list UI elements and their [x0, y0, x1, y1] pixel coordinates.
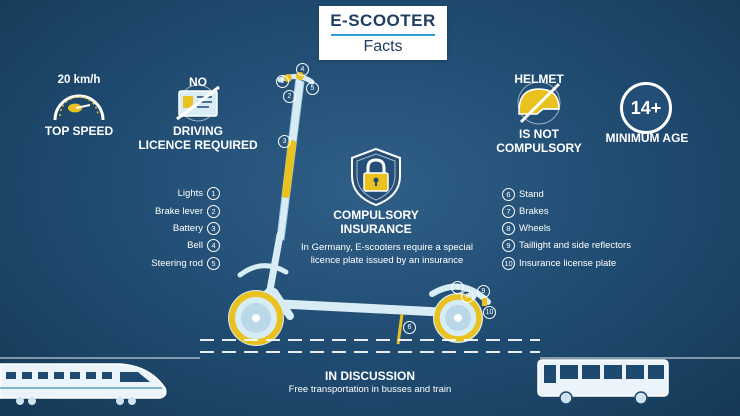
badge-10: 10	[483, 306, 496, 319]
badge-6: 6	[403, 321, 416, 334]
helmet-line1: IS NOT	[518, 127, 559, 141]
insurance-line2: INSURANCE	[340, 222, 412, 236]
insurance-line1: COMPULSORY	[333, 208, 419, 222]
title-sub: Facts	[363, 38, 403, 55]
insurance-text1: In Germany, E-scooters require a special	[301, 242, 473, 253]
road-lines	[0, 339, 740, 359]
badge-3: 3	[278, 135, 291, 148]
age-badge: 14+	[620, 82, 672, 134]
legend-item-battery: Battery 3	[173, 222, 220, 235]
legend-label: Stand	[519, 189, 544, 201]
legend-label: Brakes	[519, 206, 549, 218]
legend-number: 4	[207, 239, 220, 252]
bus-icon	[537, 359, 669, 405]
scooter-illustration	[228, 72, 491, 346]
legend-label: Battery	[172, 223, 203, 235]
helmet-icon	[517, 81, 561, 125]
legend-number: 5	[207, 257, 220, 270]
legend-item-stand: 6 Stand	[502, 188, 544, 201]
speedometer-icon	[53, 94, 105, 121]
legend-number: 1	[207, 187, 220, 200]
legend-number: 2	[207, 205, 220, 218]
legend-number: 9	[502, 239, 515, 252]
legend-label: Bell	[187, 240, 203, 252]
legend-label: Insurance license plate	[519, 258, 617, 270]
age-label: MINIMUM AGE	[605, 131, 689, 145]
badge-8: 8	[461, 290, 474, 303]
legend-label: Brake lever	[154, 206, 203, 218]
badge-4: 4	[296, 63, 309, 76]
badge-2: 2	[283, 90, 296, 103]
helmet-top: HELMET	[514, 72, 564, 86]
title-main: E-SCOOTER	[330, 11, 436, 30]
title-divider	[331, 34, 435, 36]
discussion-title: IN DISCUSSION	[324, 369, 415, 383]
legend-number: 8	[502, 222, 515, 235]
legend-number: 6	[502, 188, 515, 201]
legend-item-brakes: 7 Brakes	[502, 205, 549, 218]
helmet-line2: COMPULSORY	[496, 141, 582, 155]
badge-7: 7	[451, 281, 464, 294]
legend-item-taillight: 9 Taillight and side reflectors	[502, 239, 631, 252]
legend-item-bell: Bell 4	[187, 239, 220, 252]
licence-line1: DRIVING	[172, 124, 223, 138]
speed-value: 20 km/h	[57, 74, 101, 86]
legend-label: Wheels	[519, 223, 551, 235]
legend-item-steering-rod: Steering rod 5	[151, 257, 220, 270]
discussion-text: Free transportation in busses and train	[288, 384, 452, 395]
title-box: E-SCOOTER Facts	[319, 6, 447, 60]
legend-number: 7	[502, 205, 515, 218]
legend-item-brake-lever: Brake lever 2	[155, 205, 220, 218]
badge-9: 9	[477, 285, 490, 298]
train-icon	[0, 363, 167, 405]
speed-label: TOP SPEED	[44, 124, 114, 138]
badge-1: 1	[276, 75, 289, 88]
legend-label: Steering rod	[151, 258, 203, 270]
badge-5: 5	[306, 82, 319, 95]
legend-number: 3	[207, 222, 220, 235]
insurance-text2: licence plate issued by an insurance	[310, 255, 464, 266]
legend-label: Lights	[177, 188, 203, 200]
licence-card-icon	[176, 84, 220, 122]
legend-number: 10	[502, 257, 515, 270]
legend-item-wheels: 8 Wheels	[502, 222, 551, 235]
shield-lock-icon	[351, 147, 401, 207]
licence-line2: LICENCE REQUIRED	[138, 138, 258, 152]
legend-label: Taillight and side reflectors	[519, 240, 631, 252]
legend-item-lights: Lights 1	[178, 187, 220, 200]
legend-item-license-plate: 10 Insurance license plate	[502, 257, 616, 270]
